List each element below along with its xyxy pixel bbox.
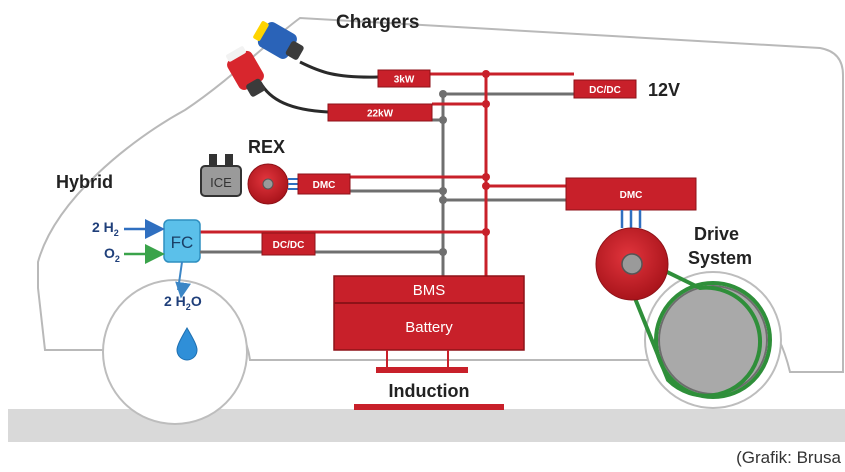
charger-3kw: 3kW [377, 69, 431, 88]
induction-label: Induction [389, 381, 470, 401]
svg-text:2 H2O: 2 H2O [164, 293, 202, 312]
drive-system-label-line2: System [688, 248, 752, 268]
red-charging-plug-icon [226, 46, 265, 97]
drive-system-label-line1: Drive [694, 224, 739, 244]
battery-pack: BMS Battery [333, 275, 525, 351]
dc-bus-grey [315, 92, 574, 276]
image-credit: (Grafik: Brusa [736, 448, 841, 467]
svg-text:FC: FC [171, 233, 194, 252]
dcdc-fc-converter: DC/DC [261, 232, 316, 256]
charger-22kw: 22kW [327, 103, 433, 122]
rex-label: REX [248, 137, 285, 157]
dcdc-12v-converter: DC/DC [573, 79, 637, 99]
hybrid-label: Hybrid [56, 172, 113, 192]
blue-charging-plug-icon [253, 21, 304, 60]
dc-bus-red-dots [482, 70, 490, 236]
chargers-title: Chargers [336, 12, 419, 33]
drive-motor-icon [595, 227, 669, 301]
dc-bus-grey-dots [439, 90, 447, 256]
svg-text:2 H2: 2 H2 [92, 219, 119, 238]
rex-phase-wires [288, 178, 298, 190]
svg-text:22kW: 22kW [367, 109, 394, 120]
drive-phase-wires [620, 210, 642, 228]
o2-input: O2 [104, 244, 165, 264]
front-wheel [102, 279, 248, 425]
battery-label: Battery [405, 319, 453, 336]
ice-engine-icon: ICE [200, 154, 242, 197]
induction-pad [354, 350, 504, 410]
h2o-output: 2 H2O [164, 261, 202, 312]
drive-belt [624, 250, 772, 399]
svg-text:O2: O2 [104, 245, 120, 264]
rex-generator-icon [247, 163, 289, 205]
svg-text:DMC: DMC [620, 190, 643, 201]
svg-text:DC/DC: DC/DC [273, 240, 305, 251]
dmc-drive: DMC [565, 177, 697, 211]
svg-text:DC/DC: DC/DC [589, 85, 621, 96]
water-drop-icon [176, 327, 198, 361]
road-surface [8, 409, 845, 442]
svg-text:ICE: ICE [210, 175, 232, 190]
voltage-12v-label: 12V [648, 80, 680, 100]
h2-input: 2 H2 [92, 219, 165, 239]
svg-text:3kW: 3kW [394, 75, 415, 86]
dmc-rex: DMC [297, 173, 351, 195]
svg-text:DMC: DMC [313, 180, 336, 191]
fuel-cell: FC [163, 219, 201, 263]
bms-label: BMS [413, 282, 446, 299]
